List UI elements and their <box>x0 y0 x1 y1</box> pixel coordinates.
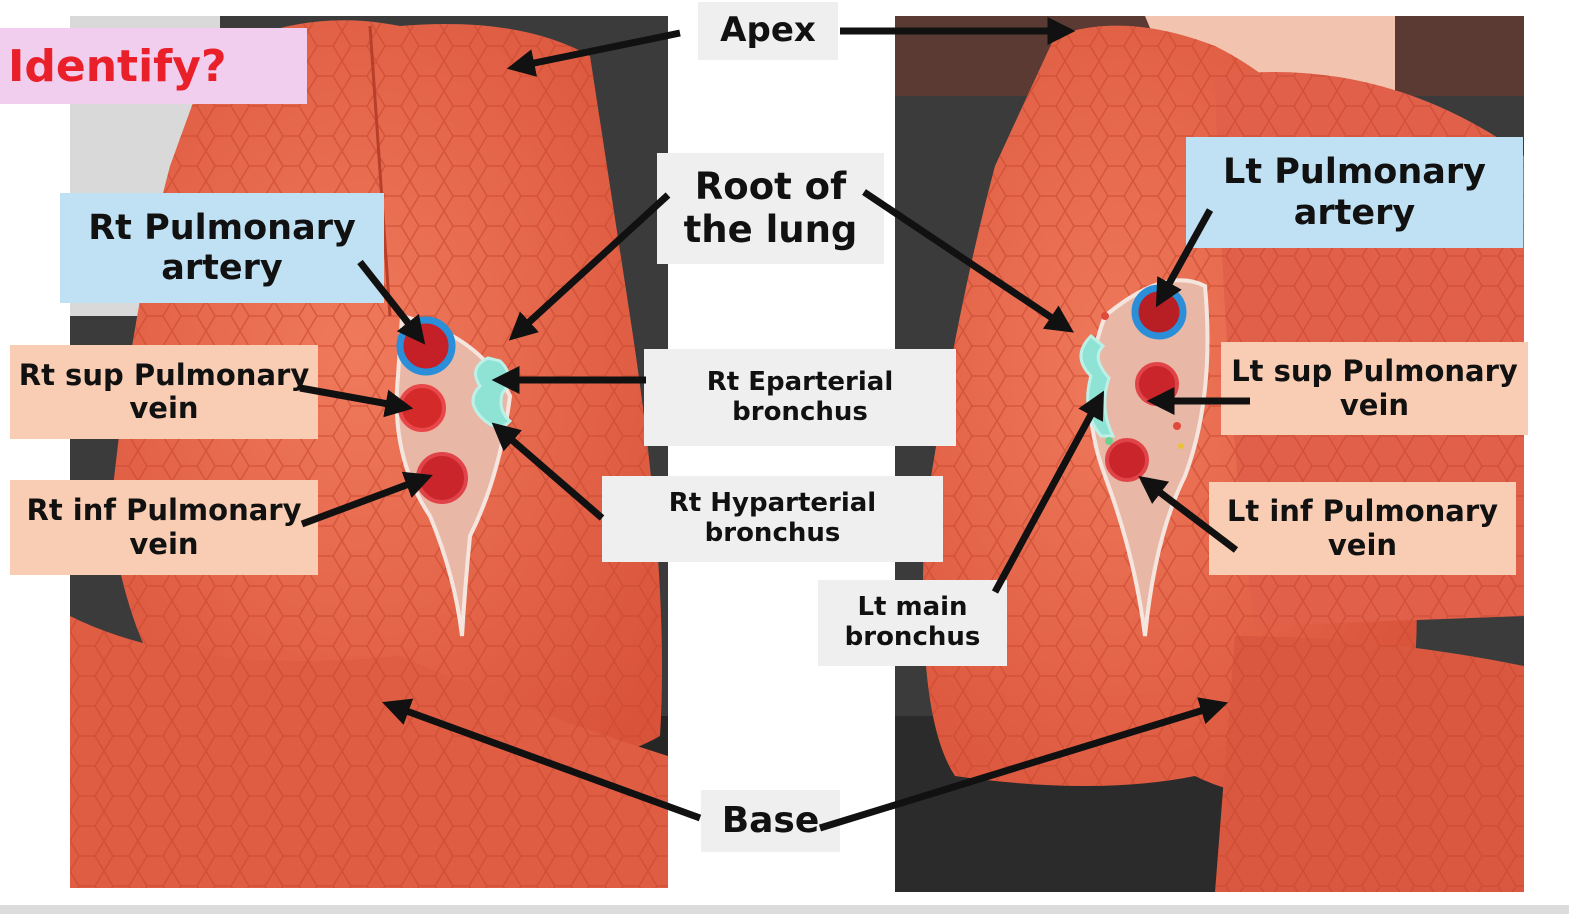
lt-inf-pulmonary-vein-line2: vein <box>1327 527 1398 562</box>
lt-pulmonary-artery-line2: artery <box>1293 192 1416 233</box>
rt-inf-pulmonary-vein-line2: vein <box>129 526 199 561</box>
lt-pulmonary-artery-line1: Lt Pulmonary <box>1223 152 1486 193</box>
rt-inf-pulmonary-vein-line1: Rt inf Pulmonary <box>26 493 302 528</box>
rt-eparterial-bronchus-line2: bronchus <box>732 396 868 427</box>
lt-main-bronchus-label: Lt main bronchus <box>818 580 1007 666</box>
apex-label: Apex <box>698 2 838 60</box>
rt-pulmonary-artery-label: Rt Pulmonary artery <box>60 193 384 303</box>
root-of-lung-label: Root of the lung <box>657 153 884 264</box>
rt-eparterial-bronchus-label: Rt Eparterial bronchus <box>644 349 956 446</box>
right-lung-photo <box>70 16 668 888</box>
lt-sup-pulmonary-vein-label: Lt sup Pulmonary vein <box>1221 342 1528 435</box>
lt-sup-pulmonary-vein-line2: vein <box>1339 387 1410 422</box>
lt-inf-pulmonary-vein-label: Lt inf Pulmonary vein <box>1209 482 1516 575</box>
apex-text: Apex <box>720 10 816 51</box>
rt-sup-pulmonary-vein-line1: Rt sup Pulmonary <box>18 357 310 392</box>
rt-hyparterial-bronchus-label: Rt Hyparterial bronchus <box>602 476 943 562</box>
lt-main-bronchus-line1: Lt main <box>857 592 968 623</box>
rt-hyparterial-bronchus-line2: bronchus <box>704 518 841 548</box>
rt-pulmonary-artery-line2: artery <box>161 248 283 288</box>
rt-hyparterial-bronchus-line1: Rt Hyparterial <box>668 488 877 519</box>
root-of-lung-line1: Root of <box>694 164 847 208</box>
base-text: Base <box>721 800 820 842</box>
title-text: Identify? <box>8 40 227 92</box>
rt-pulmonary-artery-line1: Rt Pulmonary <box>88 207 356 248</box>
lt-sup-pulmonary-vein-line1: Lt sup Pulmonary <box>1231 354 1518 389</box>
rt-inf-pulmonary-vein-label: Rt inf Pulmonary vein <box>10 480 318 575</box>
lt-pulmonary-artery-label: Lt Pulmonary artery <box>1186 137 1523 248</box>
bottom-bar <box>0 905 1569 914</box>
lt-main-bronchus-line2: bronchus <box>844 622 981 652</box>
title-box: Identify? <box>0 28 307 104</box>
root-of-lung-line2: the lung <box>683 207 858 251</box>
rt-eparterial-bronchus-line1: Rt Eparterial <box>706 366 894 397</box>
rt-sup-pulmonary-vein-line2: vein <box>129 391 199 425</box>
base-label: Base <box>701 790 840 852</box>
rt-sup-pulmonary-vein-label: Rt sup Pulmonary vein <box>10 345 318 439</box>
lt-inf-pulmonary-vein-line1: Lt inf Pulmonary <box>1226 494 1499 529</box>
